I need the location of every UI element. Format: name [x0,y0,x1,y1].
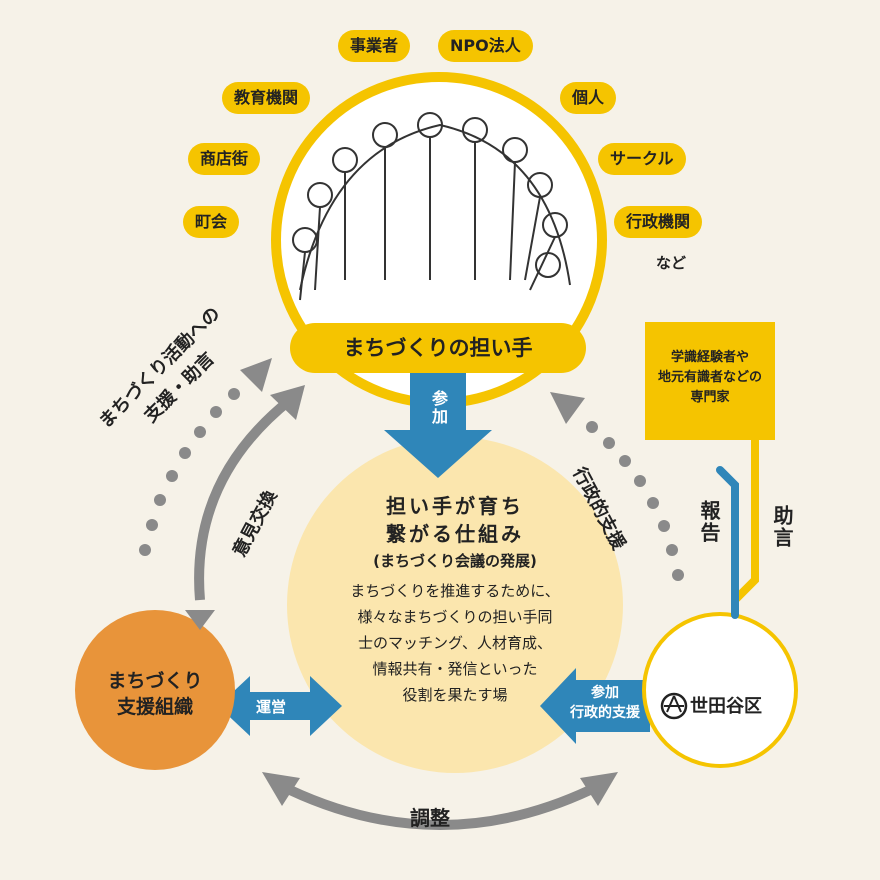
expert-line: 地元有識者などの [657,370,762,385]
people-illustration [292,112,571,301]
support-org-line2: 支援組織 [116,696,193,718]
participate-admin-label: 参加 行政的支援 [560,683,650,723]
center-body-line: 様々なまちづくりの担い手同 [357,608,553,626]
tag-npo: NPO法人 [438,30,533,62]
report-label: 報告 [697,500,721,544]
dotted-arrow-left [139,358,272,556]
coordination-label: 調整 [410,806,450,830]
tag-circle: サークル [598,143,686,175]
center-body-line: 役割を果たす場 [402,686,508,704]
center-circle [287,437,623,773]
tag-business: 事業者 [338,30,411,62]
center-subtitle: (まちづくり会議の発展) [373,552,537,570]
expert-line: 学識経験者や [670,350,749,365]
setagaya-label: 世田谷区 [690,696,762,717]
coordination-arrow [287,785,593,830]
participate-label: 参加 [429,390,448,426]
expert-box: 学識経験者や 地元有識者などの 専門家 [645,322,775,440]
setagaya-circle [642,612,798,768]
support-org-label: まちづくり 支援組織 [75,668,235,720]
participate-admin-arrow [540,668,650,744]
expert-line: 専門家 [690,390,730,405]
center-body-line: 情報共有・発信といった [372,660,538,678]
support-org-line1: まちづくり [107,670,203,692]
center-body-line: まちづくりを推進するために、 [350,582,560,600]
operation-label: 運営 [256,698,287,716]
participants-label: まちづくりの担い手 [290,323,586,373]
advice-label: 助言 [770,505,794,549]
dotted-arrow-right [550,392,684,581]
center-title-1: 担い手が育ち [386,494,524,518]
tag-individual: 個人 [560,82,617,114]
tag-town-council: 町会 [183,206,240,238]
center-title-2: 繋がる仕組み [386,522,524,546]
setagaya-emblem-icon [660,692,688,720]
tag-government: 行政機関 [614,206,703,238]
tags-suffix: など [656,254,687,272]
tag-shopping-street: 商店街 [188,143,261,175]
center-body-line: 士のマッチング、人材育成、 [358,634,552,652]
participate-down-arrow [384,368,492,478]
tag-education: 教育機関 [222,82,311,114]
participate-admin-line1: 参加 [591,685,619,701]
center-content: 担い手が育ち 繋がる仕組み (まちづくり会議の発展) まちづくりを推進するために… [300,492,610,708]
participate-admin-line2: 行政的支援 [570,705,640,721]
operation-arrow [218,676,342,736]
support-org-circle [75,610,235,770]
